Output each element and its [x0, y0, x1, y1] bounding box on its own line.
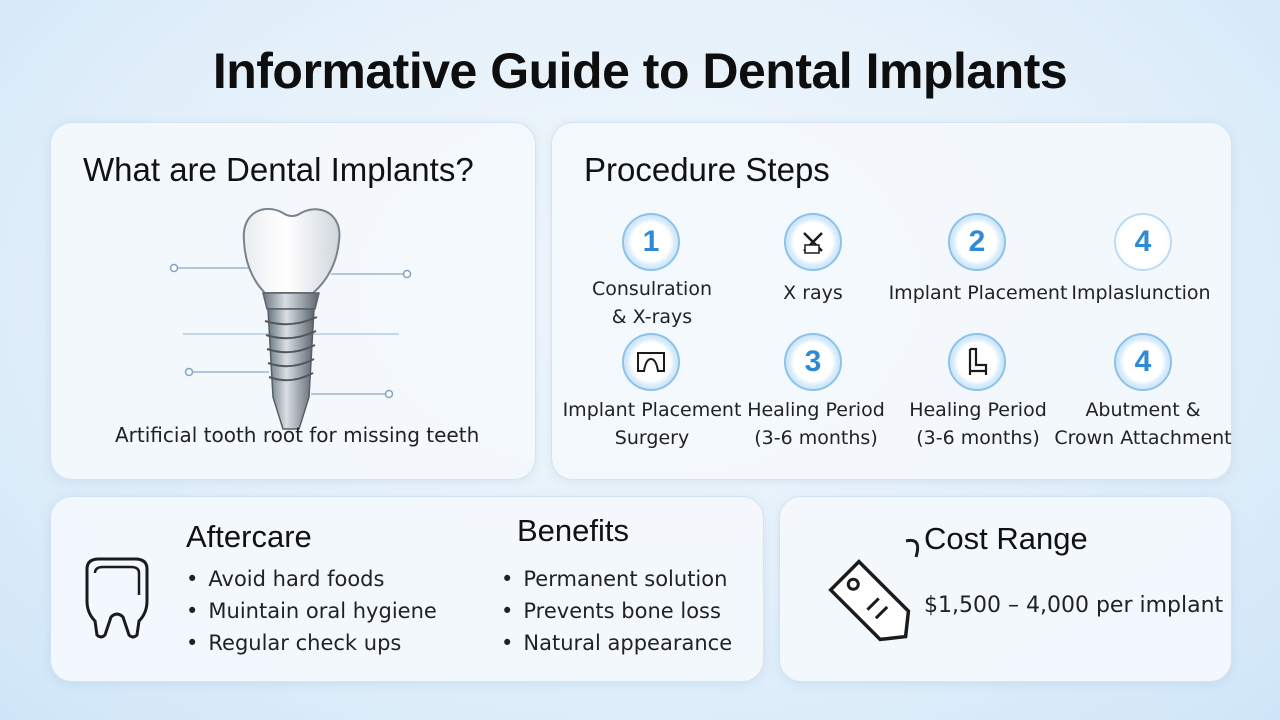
care-benefits-card: Aftercare Avoid hard foods Muintain oral… — [50, 496, 764, 682]
step-3-label: Healing Period(3-6 months) — [747, 399, 885, 449]
xray-icon — [784, 213, 842, 271]
page-title: Informative Guide to Dental Implants — [212, 43, 1068, 99]
step-4b-label: Abutment &Crown Attachment — [1054, 399, 1232, 449]
list-item: Avoid hard foods — [186, 563, 437, 595]
procedure-title: Procedure Steps — [584, 151, 830, 188]
step-1-label: Consulration& X-rays — [591, 278, 712, 328]
step-2-label: Implant Placement — [888, 282, 1068, 304]
cost-title: Cost Range — [924, 521, 1088, 556]
what-title: What are Dental Implants? — [83, 151, 474, 188]
step-xray-label: X rays — [783, 282, 843, 304]
list-item: Muintain oral hygiene — [186, 595, 436, 627]
procedure-card: Procedure Steps 1 Consulration& X-rays X… — [551, 122, 1232, 480]
aftercare-list: Avoid hard foods Muintain oral hygiene R… — [186, 563, 437, 659]
aftercare-title: Aftercare — [186, 519, 312, 554]
chair-icon — [948, 333, 1006, 391]
cost-value: $1,500 – 4,000 per implant — [924, 593, 1224, 618]
what-caption: Artificial tooth root for missing teeth — [115, 423, 480, 447]
benefits-list: Permanent solution Prevents bone loss Na… — [501, 563, 732, 659]
step-1-badge: 1 — [622, 213, 680, 271]
surgery-icon — [622, 333, 680, 391]
step-4b-badge: 4 — [1114, 333, 1172, 391]
list-item: Prevents bone loss — [501, 595, 732, 627]
step-2-badge: 2 — [948, 213, 1006, 271]
tooth-outline-icon — [85, 557, 149, 639]
step-4a-badge: 4 — [1114, 213, 1172, 271]
step-chair-label: Healing Period(3-6 months) — [909, 399, 1047, 449]
what-card: What are Dental Implants? — [50, 122, 536, 480]
step-3-badge: 3 — [784, 333, 842, 391]
step-4a-label: Implaslunction — [1071, 282, 1211, 304]
list-item: Natural appearance — [501, 627, 732, 659]
cost-card: Cost Range $1,500 – 4,000 per implant — [779, 496, 1232, 682]
list-item: Permanent solution — [501, 563, 732, 595]
dental-implant-icon — [169, 208, 412, 430]
price-tag-icon — [828, 538, 920, 642]
benefits-title: Benefits — [517, 513, 630, 548]
list-item: Regular check ups — [186, 627, 437, 659]
